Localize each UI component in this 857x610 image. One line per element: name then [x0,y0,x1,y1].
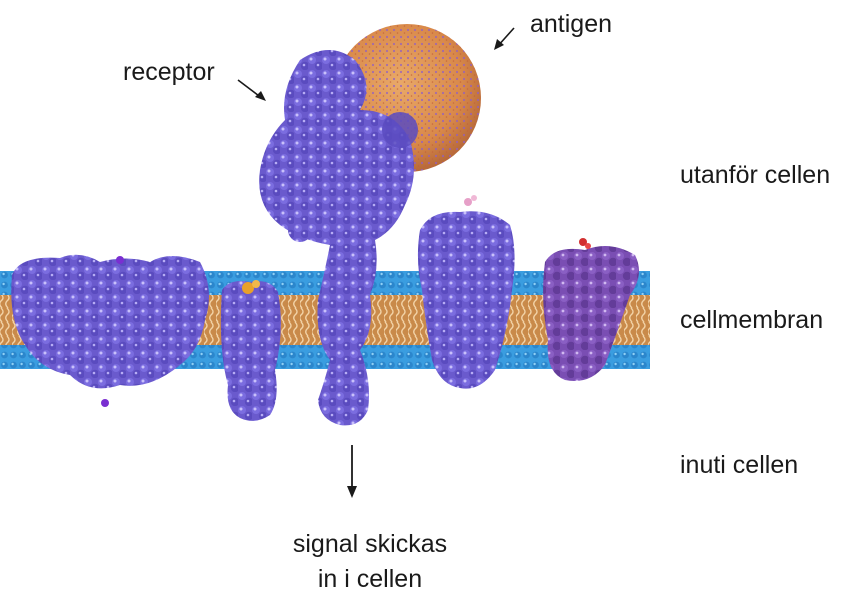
signal-label-line2: in i cellen [317,565,423,593]
membrane-protein-far-right [543,238,639,381]
arrow-signal-icon [347,445,357,498]
arrow-antigen-icon [494,27,515,50]
receptor-label: receptor [123,58,215,86]
ion-channel-protein [220,280,281,421]
receptor-protein [259,50,418,426]
membrane-protein-right [417,195,515,389]
antigen-label: antigen [530,10,613,38]
outside-cell-label: utanför cellen [680,161,831,189]
inside-cell-label: inuti cellen [680,451,799,479]
membrane-protein-left [11,254,209,407]
arrow-receptor-icon [237,79,266,101]
signal-label-line1: signal skickas [292,530,448,558]
membrane-label: cellmembran [680,306,824,334]
